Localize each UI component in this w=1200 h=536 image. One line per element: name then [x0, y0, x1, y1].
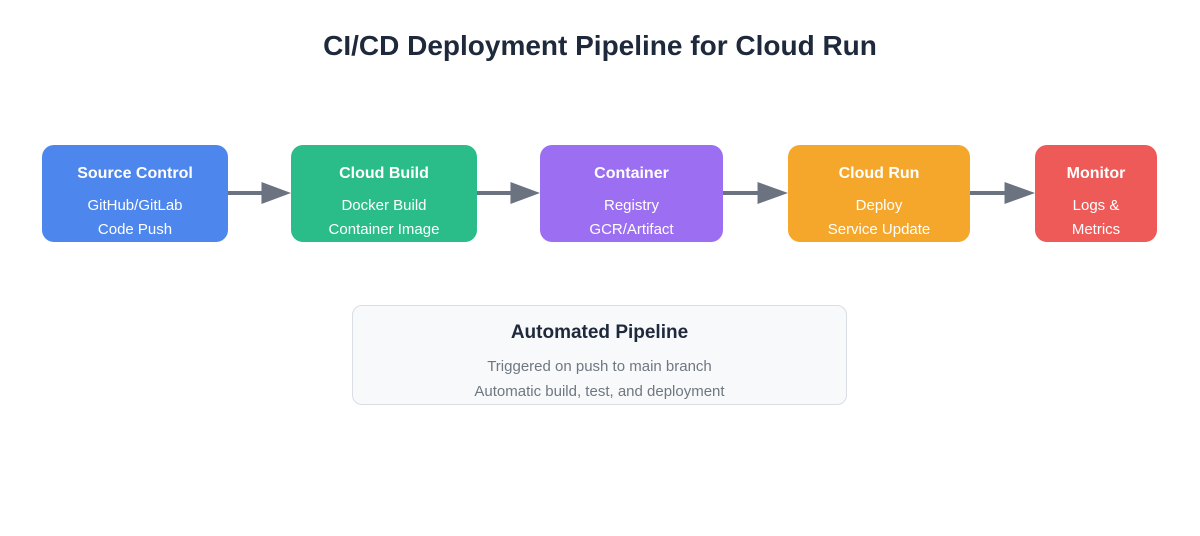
pipeline-node-monitor: Monitor Logs & Metrics: [1035, 145, 1157, 242]
node-subtitle-line: GitHub/GitLab: [87, 197, 183, 214]
pipeline-node-container-registry: Container Registry GCR/Artifact: [540, 145, 723, 242]
node-subtitle-line: Code Push: [97, 221, 173, 238]
node-subtitle-line: GCR/Artifact: [589, 221, 674, 238]
flow-connector: [477, 181, 540, 205]
pipeline-node-cloud-run: Cloud Run Deploy Service Update: [788, 145, 970, 242]
node-title: Monitor: [1066, 165, 1126, 182]
arrow-right-icon: [723, 182, 788, 204]
node-subtitle-line: Logs &: [1072, 197, 1120, 214]
flow-connector: [970, 181, 1035, 205]
node-title: Source Control: [77, 165, 193, 182]
info-card-line: Triggered on push to main branch: [487, 358, 712, 375]
arrow-right-icon: [477, 182, 540, 204]
flow-connector: [228, 181, 291, 205]
node-subtitle-line: Docker Build: [341, 197, 427, 214]
node-subtitle-line: Registry: [603, 197, 659, 214]
info-card-title: Automated Pipeline: [510, 322, 689, 343]
info-card-line: Automatic build, test, and deployment: [474, 383, 725, 400]
diagram-title: CI/CD Deployment Pipeline for Cloud Run: [323, 30, 877, 61]
node-subtitle-line: Service Update: [827, 221, 931, 238]
arrow-right-icon: [228, 182, 291, 204]
pipeline-node-cloud-build: Cloud Build Docker Build Container Image: [291, 145, 477, 242]
node-title: Cloud Run: [838, 165, 920, 182]
node-subtitle-line: Metrics: [1071, 221, 1121, 238]
node-subtitle-line: Deploy: [855, 197, 903, 214]
node-title: Cloud Build: [339, 165, 429, 182]
arrow-right-icon: [970, 182, 1035, 204]
node-title: Container: [594, 165, 669, 182]
info-card: Automated Pipeline Triggered on push to …: [352, 305, 847, 405]
flow-connector: [723, 181, 788, 205]
pipeline-node-source-control: Source Control GitHub/GitLab Code Push: [42, 145, 228, 242]
node-subtitle-line: Container Image: [328, 221, 440, 238]
